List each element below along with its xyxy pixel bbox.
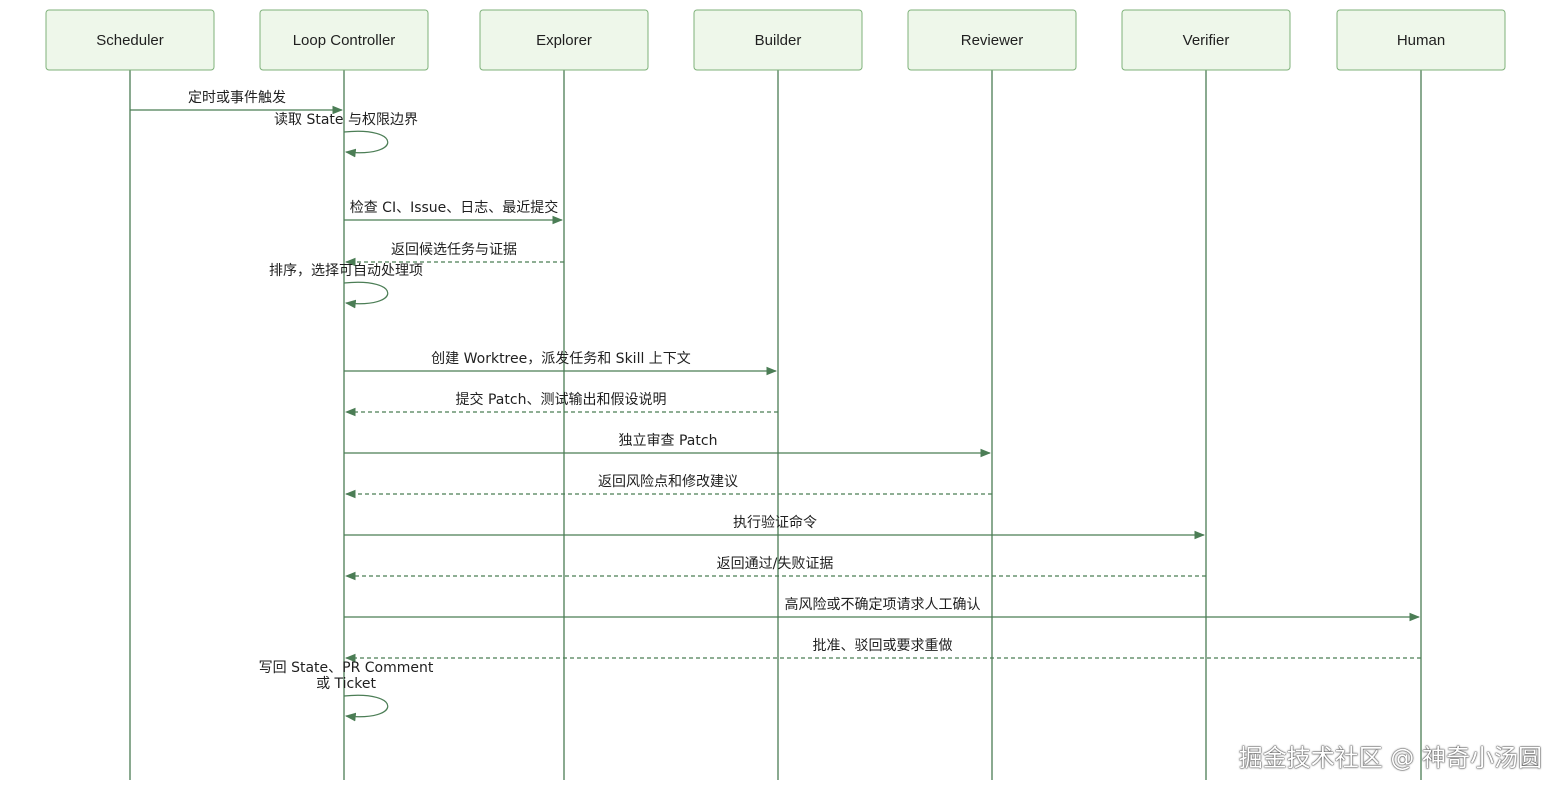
message-9: 返回风险点和修改建议 (344, 474, 992, 499)
participant-label: Verifier (1183, 32, 1230, 49)
message-label: 批准、驳回或要求重做 (813, 638, 953, 654)
participant-box (259, 9, 429, 71)
message-10: 执行验证命令 (344, 514, 1206, 540)
participant-builder: Builder (693, 9, 863, 71)
message-label: 提交 Patch、测试输出和假设说明 (456, 391, 667, 408)
participant-label: Explorer (536, 32, 592, 49)
message-11: 返回通过/失败证据 (344, 556, 1206, 581)
message-3: 检查 CI、Issue、日志、最近提交 (344, 199, 564, 225)
participant-label: Reviewer (961, 32, 1024, 49)
message-label: 创建 Worktree，派发任务和 Skill 上下文 (431, 351, 691, 367)
message-6: 创建 Worktree，派发任务和 Skill 上下文 (344, 351, 778, 376)
message-label: 排序，选择可自动处理项 (269, 263, 423, 279)
self-message-arrow (343, 130, 389, 158)
participant-scheduler: Scheduler (45, 9, 215, 71)
message-8: 独立审查 Patch (344, 433, 992, 458)
message-7: 提交 Patch、测试输出和假设说明 (344, 391, 778, 417)
participant-loop-controller: Loop Controller (259, 9, 429, 71)
participant-verifier: Verifier (1121, 9, 1291, 71)
message-label: 独立审查 Patch (619, 433, 718, 449)
participant-box (1336, 9, 1506, 71)
participant-box (479, 9, 649, 71)
message-label: 检查 CI、Issue、日志、最近提交 (350, 199, 559, 216)
participant-label: Builder (755, 32, 802, 49)
participant-box (45, 9, 215, 71)
participant-label: Scheduler (96, 32, 164, 49)
participant-label: Loop Controller (293, 32, 396, 49)
message-5: 排序，选择可自动处理项 (269, 263, 423, 309)
message-label: 定时或事件触发 (188, 90, 286, 106)
participant-explorer: Explorer (479, 9, 649, 71)
message-label: 返回风险点和修改建议 (598, 474, 738, 490)
participant-label: Human (1397, 32, 1445, 49)
participant-reviewer: Reviewer (907, 9, 1077, 71)
message-label: 读取 State 与权限边界 (274, 111, 418, 128)
message-label: 高风险或不确定项请求人工确认 (785, 596, 981, 613)
participant-human: Human (1336, 9, 1506, 71)
message-1: 定时或事件触发 (130, 90, 344, 115)
message-label: 写回 State、PR Comment (259, 660, 434, 676)
participant-box (907, 9, 1077, 71)
self-message-arrow (343, 694, 389, 722)
message-13: 批准、驳回或要求重做 (344, 638, 1421, 663)
message-12: 高风险或不确定项请求人工确认 (344, 596, 1421, 622)
message-label: 返回候选任务与证据 (391, 242, 517, 258)
watermark: 掘金技术社区 @ 神奇小汤圆 (1238, 744, 1542, 772)
message-2: 读取 State 与权限边界 (274, 111, 418, 158)
message-label: 执行验证命令 (733, 514, 817, 531)
message-label: 返回通过/失败证据 (717, 556, 834, 572)
self-message-arrow (343, 281, 389, 309)
message-4: 返回候选任务与证据 (344, 242, 564, 267)
participant-box (1121, 9, 1291, 71)
participant-box (693, 9, 863, 71)
message-label: 或 Ticket (316, 676, 376, 692)
